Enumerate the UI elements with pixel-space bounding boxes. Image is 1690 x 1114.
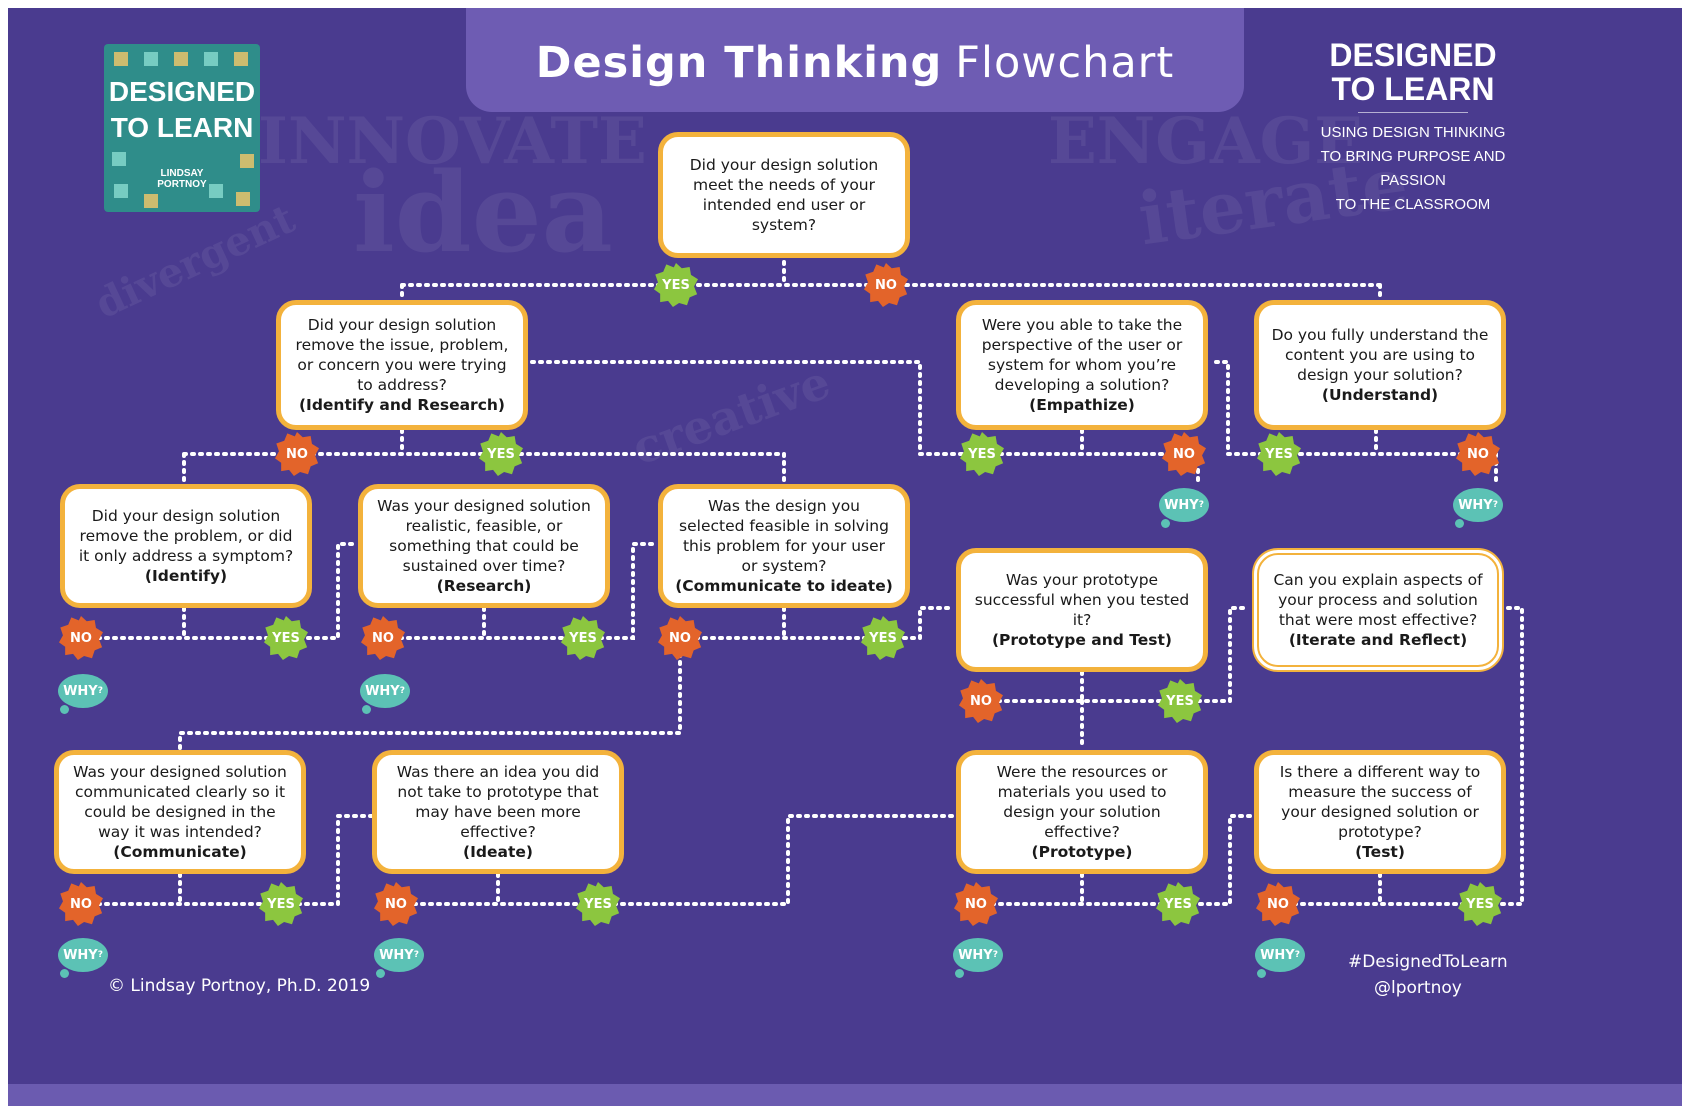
copyright: © Lindsay Portnoy, Ph.D. 2019 <box>108 976 371 996</box>
why-bubble: WHY? <box>58 938 108 978</box>
book-author-line1: LINDSAY <box>160 168 204 179</box>
why-bubble: WHY? <box>1453 488 1503 528</box>
brand-title-line1: DESIGNED <box>1329 37 1497 73</box>
book-cover-logo: DESIGNED TO LEARN LINDSAY PORTNOY <box>104 44 260 212</box>
node-test: Is there a different way to measure the … <box>1254 750 1506 874</box>
book-author-line2: PORTNOY <box>157 179 207 190</box>
bottom-strip <box>8 1084 1682 1106</box>
title-light: Flowchart <box>955 38 1175 88</box>
node-prototype-test: Was your prototype successful when you t… <box>956 548 1208 672</box>
why-bubble: WHY? <box>360 674 410 714</box>
title-bold: Design Thinking <box>535 38 943 88</box>
node-start: Did your design solution meet the needs … <box>658 132 910 258</box>
title-banner <box>466 8 1244 112</box>
node-iterate-reflect: Can you explain aspects of your process … <box>1252 548 1504 672</box>
node-identify: Did your design solution remove the prob… <box>60 484 312 608</box>
brand-tagline-line1: USING DESIGN THINKING <box>1320 124 1506 141</box>
node-ideate: Was there an idea you did not take to pr… <box>372 750 624 874</box>
brand-tagline-line3: TO THE CLASSROOM <box>1335 196 1491 213</box>
node-communicate: Was your designed solution communicated … <box>54 750 306 874</box>
node-empathize: Were you able to take the perspective of… <box>956 300 1208 430</box>
brand-block: DESIGNED TO LEARN USING DESIGN THINKING … <box>1308 38 1518 217</box>
why-bubble: WHY? <box>58 674 108 714</box>
why-bubble: WHY? <box>953 938 1003 978</box>
why-bubble: WHY? <box>1159 488 1209 528</box>
brand-tagline-line2: TO BRING PURPOSE AND PASSION <box>1320 148 1506 189</box>
brand-title-line2: TO LEARN <box>1331 71 1495 107</box>
node-identify-research: Did your design solution remove the issu… <box>276 300 528 430</box>
node-prototype: Were the resources or materials you used… <box>956 750 1208 874</box>
node-research: Was your designed solution realistic, fe… <box>358 484 610 608</box>
node-understand: Do you fully understand the content you … <box>1254 300 1506 430</box>
page-title: Design Thinking Flowchart <box>466 38 1244 88</box>
flowchart-canvas: INNOVATE idea ENGAGE iterate divergent c… <box>8 8 1682 1106</box>
social-handle: @lportnoy <box>1374 978 1462 998</box>
book-title-line1: DESIGNED <box>108 76 256 107</box>
why-bubble: WHY? <box>374 938 424 978</box>
why-bubble: WHY? <box>1255 938 1305 978</box>
hashtag: #DesignedToLearn <box>1348 952 1508 972</box>
book-title-line2: TO LEARN <box>110 112 254 143</box>
node-communicate-ideate: Was the design you selected feasible in … <box>658 484 910 608</box>
